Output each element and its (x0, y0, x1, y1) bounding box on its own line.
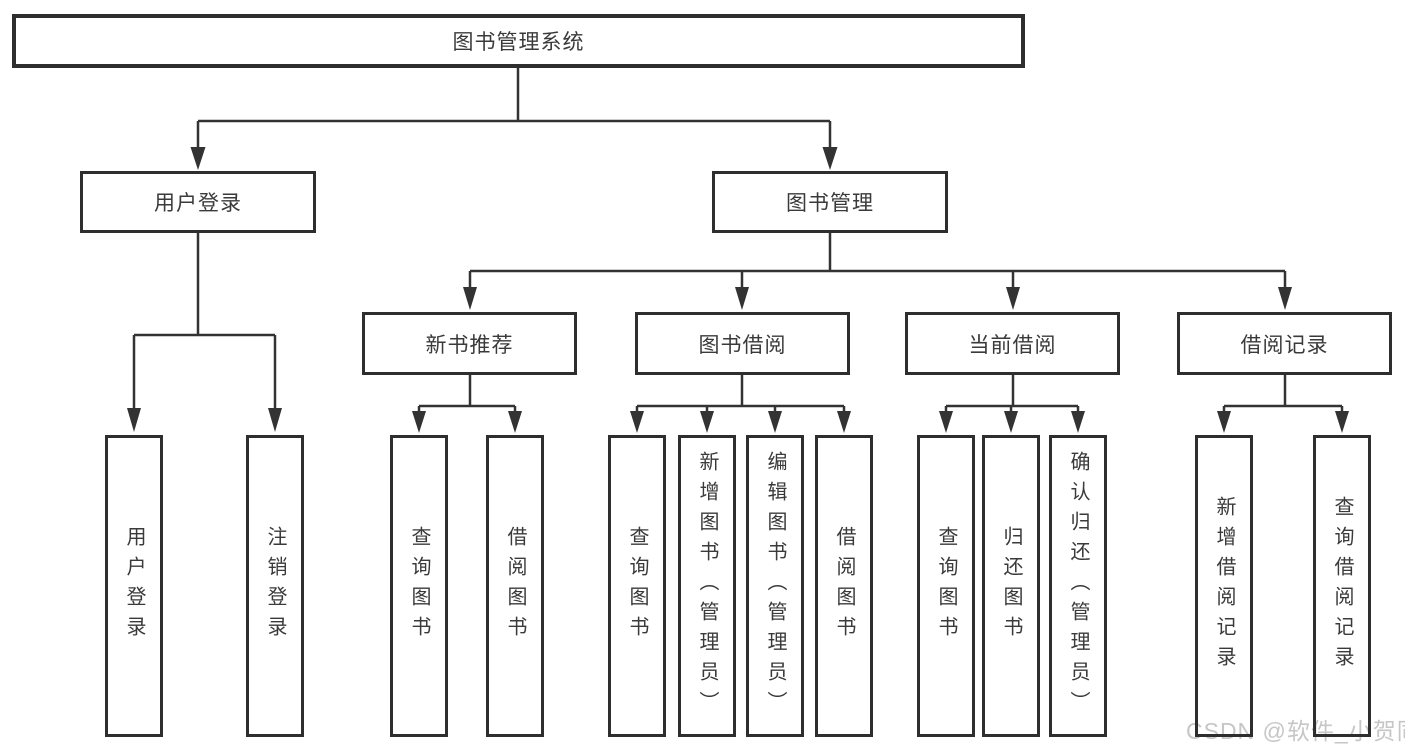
leaf-return-books-label: 归还图书 (1000, 526, 1022, 646)
node-book-management-label: 图书管理 (786, 192, 874, 215)
edges-new-book-recommend (412, 375, 522, 433)
leaf-query-books-3-label: 查询图书 (935, 526, 957, 646)
leaf-borrow-books-1-label: 借阅图书 (504, 526, 526, 646)
edges-book-borrowing (630, 375, 851, 433)
leaf-borrow-books-1: 借阅图书 (486, 435, 544, 737)
node-new-book-recommend-label: 新书推荐 (425, 333, 514, 357)
arrowhead (1004, 411, 1018, 433)
node-user-login-label: 用户登录 (154, 192, 242, 215)
edges-borrowing-records (1217, 375, 1349, 433)
leaf-confirm-return-admin-label: 确认归还（管理员） (1067, 451, 1089, 721)
leaf-add-borrow-record-label: 新增借阅记录 (1213, 496, 1235, 676)
arrowhead (630, 411, 644, 433)
arrowhead (837, 411, 851, 433)
leaf-add-books-admin: 新增图书（管理员） (678, 435, 736, 737)
arrowhead (768, 411, 782, 433)
arrowhead (1335, 411, 1349, 433)
csdn-watermark: CSDN @软件_小贺同学 (1186, 718, 1405, 744)
arrowhead (822, 147, 838, 170)
arrowhead (1006, 287, 1020, 310)
leaf-add-books-admin-label: 新增图书（管理员） (696, 451, 718, 721)
node-user-login: 用户登录 (80, 171, 316, 233)
arrowhead (700, 411, 714, 433)
leaf-query-books-1: 查询图书 (390, 435, 448, 737)
edges-current-borrowing (939, 375, 1085, 433)
arrowhead (939, 411, 953, 433)
arrowhead (190, 147, 206, 170)
leaf-logout-login-label: 注销登录 (264, 526, 286, 646)
node-borrowing-records: 借阅记录 (1177, 312, 1392, 375)
node-borrowing-records-label: 借阅记录 (1240, 333, 1329, 357)
leaf-logout-login: 注销登录 (246, 435, 304, 737)
edges-book-management (463, 233, 1292, 310)
leaf-user-login: 用户登录 (105, 435, 163, 737)
leaf-return-books: 归还图书 (982, 435, 1040, 737)
leaf-borrow-books-2-label: 借阅图书 (833, 526, 855, 646)
leaf-query-books-3: 查询图书 (917, 435, 975, 737)
leaf-add-borrow-record: 新增借阅记录 (1195, 435, 1253, 737)
edges-user-login (127, 233, 282, 432)
leaf-edit-books-admin: 编辑图书（管理员） (746, 435, 804, 737)
node-book-borrowing: 图书借阅 (635, 312, 850, 375)
node-root-label: 图书管理系统 (452, 31, 585, 54)
node-book-borrowing-label: 图书借阅 (698, 333, 787, 357)
node-root: 图书管理系统 (12, 14, 1025, 68)
leaf-query-books-2: 查询图书 (608, 435, 666, 737)
arrowhead (268, 408, 282, 432)
edges-root (190, 68, 838, 170)
arrowhead (1071, 411, 1085, 433)
node-new-book-recommend: 新书推荐 (362, 312, 577, 375)
node-current-borrowing: 当前借阅 (905, 312, 1120, 375)
leaf-edit-books-admin-label: 编辑图书（管理员） (764, 451, 786, 721)
leaf-query-books-1-label: 查询图书 (408, 526, 430, 646)
leaf-query-borrow-record: 查询借阅记录 (1313, 435, 1371, 737)
node-book-management: 图书管理 (712, 171, 948, 233)
arrowhead (412, 411, 426, 433)
node-current-borrowing-label: 当前借阅 (968, 333, 1057, 357)
leaf-query-books-2-label: 查询图书 (626, 526, 648, 646)
arrowhead (1278, 287, 1292, 310)
arrowhead (127, 408, 141, 432)
arrowhead (463, 287, 477, 310)
leaf-confirm-return-admin: 确认归还（管理员） (1049, 435, 1107, 737)
leaf-query-borrow-record-label: 查询借阅记录 (1331, 496, 1353, 676)
leaf-user-login-label: 用户登录 (123, 526, 145, 646)
leaf-borrow-books-2: 借阅图书 (815, 435, 873, 737)
arrowhead (508, 411, 522, 433)
arrowhead (1217, 411, 1231, 433)
arrowhead (735, 287, 749, 310)
